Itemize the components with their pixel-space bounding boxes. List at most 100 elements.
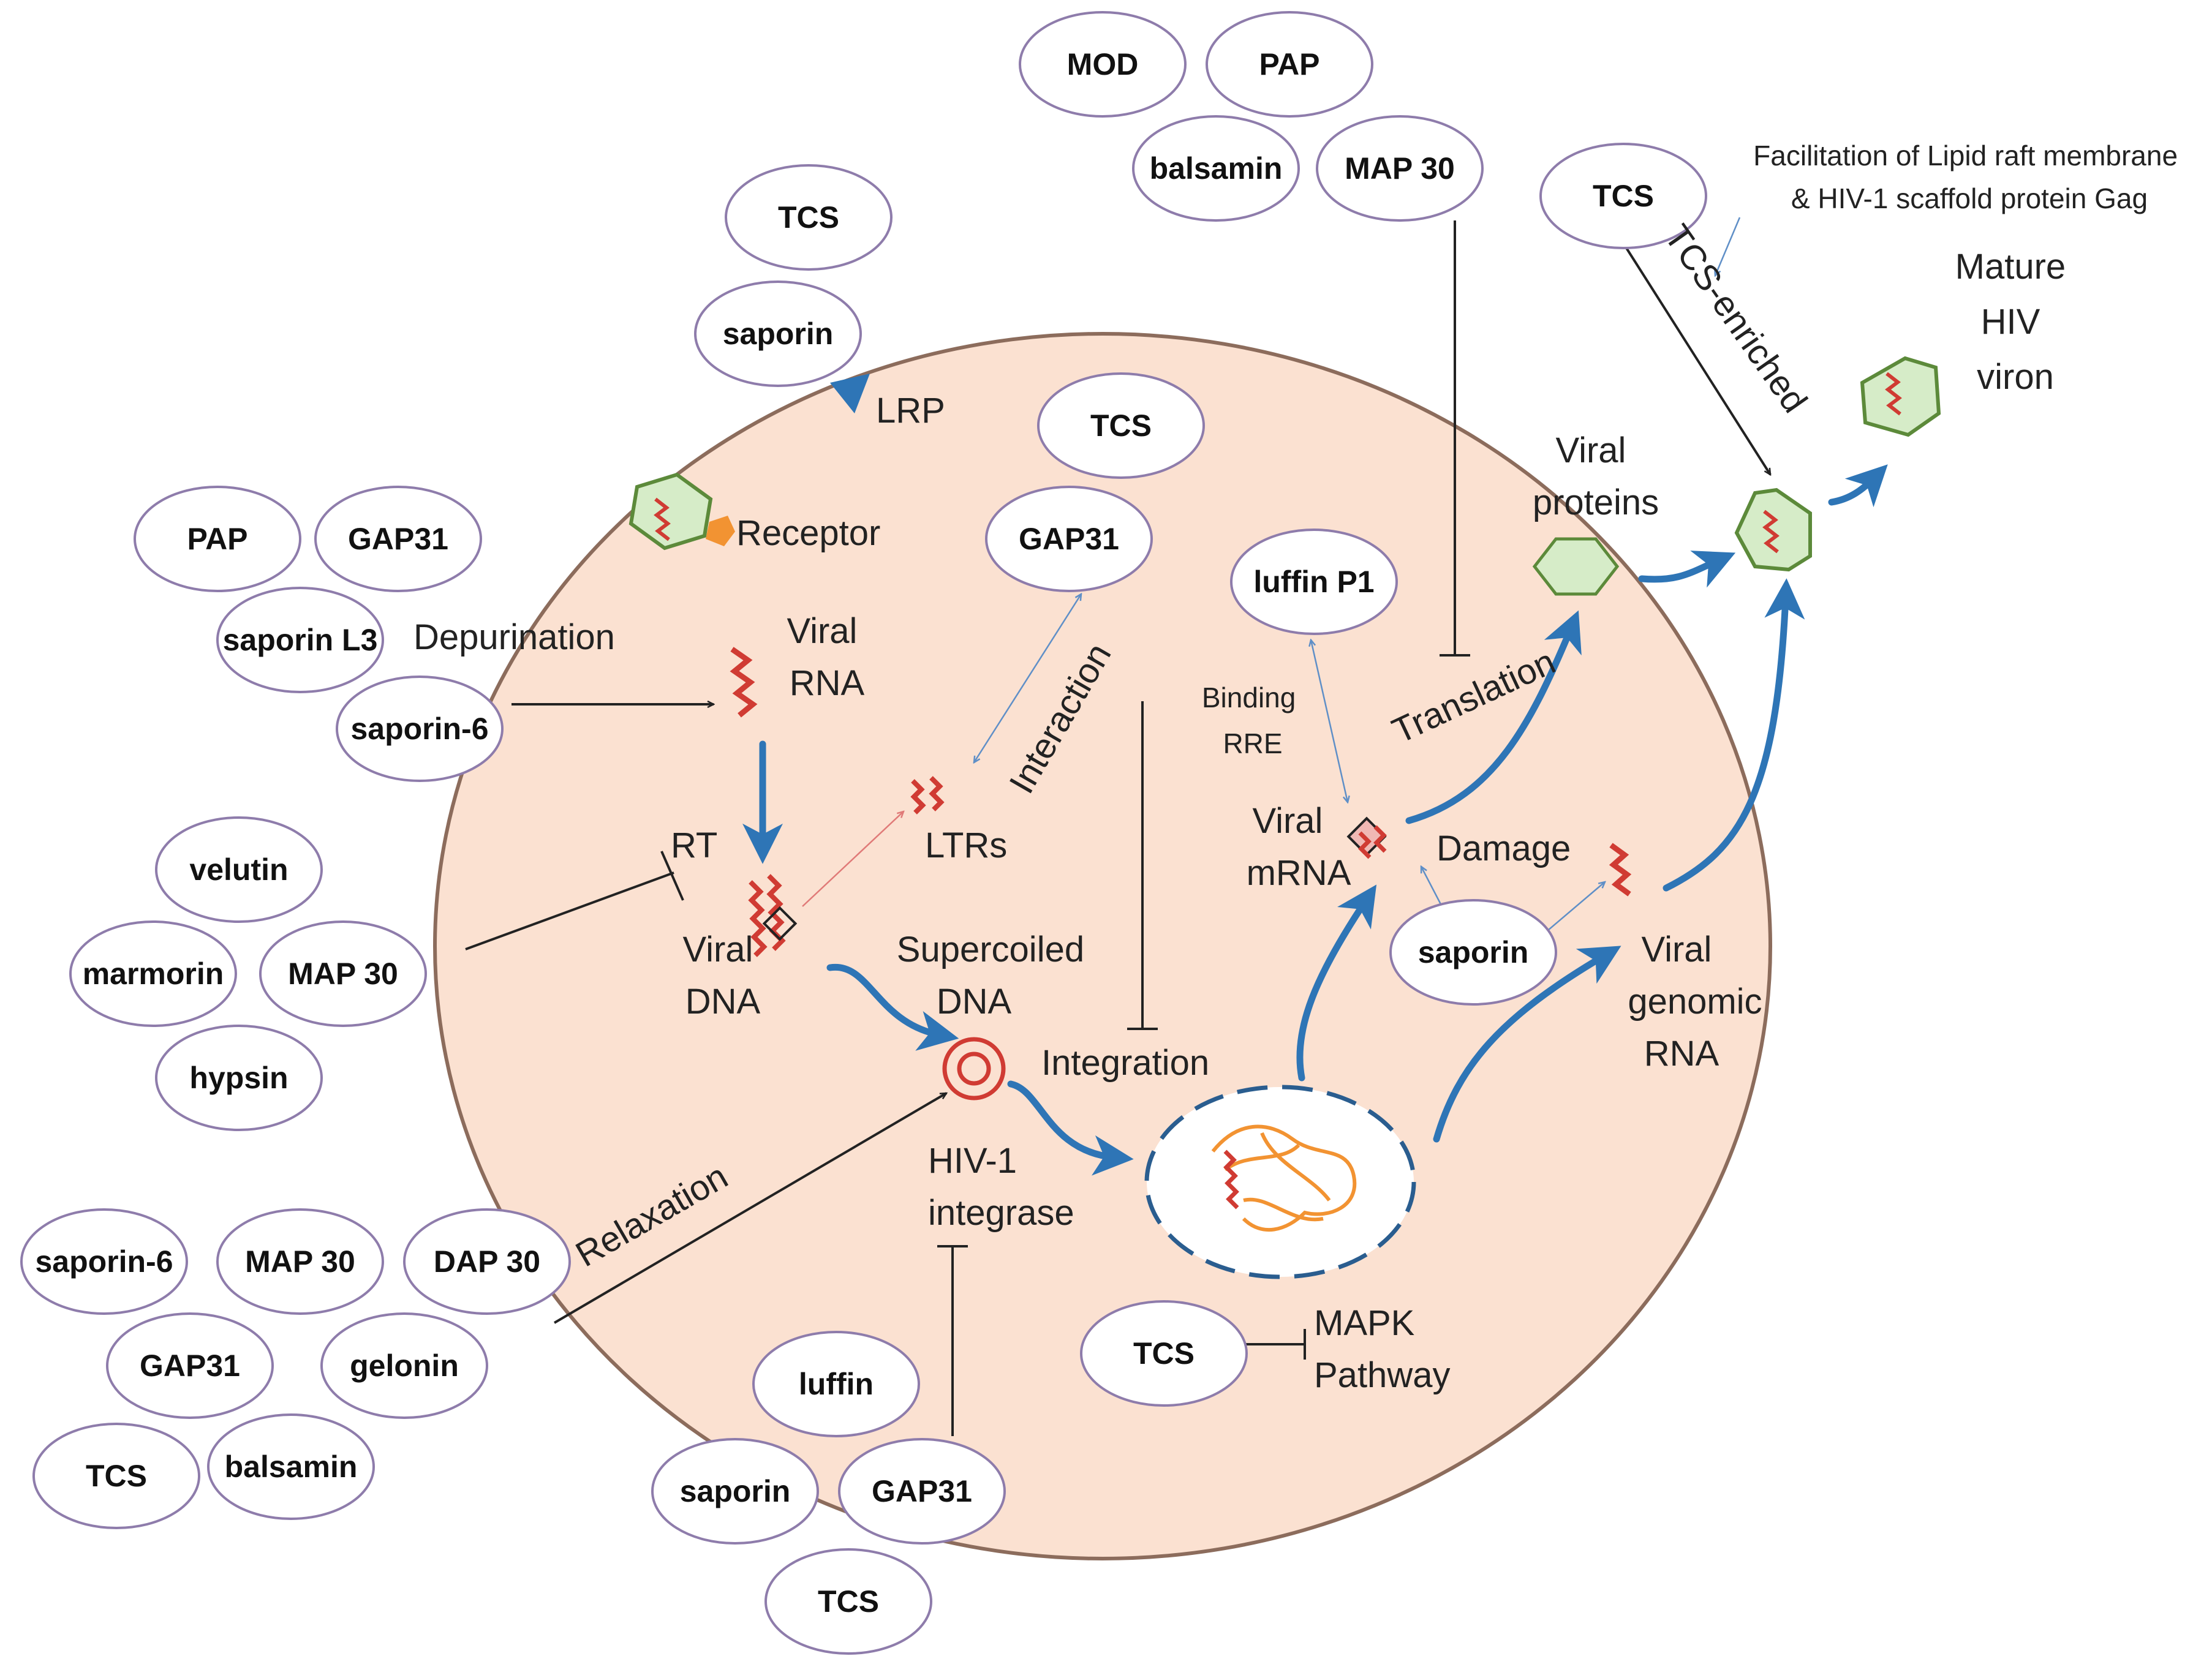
relaxation-arrow [553, 1092, 946, 1324]
tcs-enriched-label: TCS-enriched [1656, 217, 1814, 420]
nucleus [1144, 1085, 1416, 1279]
drug-tcs-top-right: TCS [1539, 143, 1707, 249]
drug-luffin-p1: luffin P1 [1230, 529, 1398, 635]
drug-label: saporin [1418, 935, 1529, 969]
drug-label: saporin [723, 317, 834, 351]
ltrs-label: LTRs [925, 826, 1007, 865]
flow-supercoiled-to-nucleus [1007, 1080, 1134, 1176]
facilitation-label: Facilitation of Lipid raft membrane & HI… [1753, 140, 2186, 214]
drug-label: balsamin [1150, 151, 1283, 186]
drug-oval [259, 920, 427, 1027]
flow-assembly-to-mature [1828, 464, 1888, 508]
damage-label: Damage [1436, 829, 1571, 868]
drug-label: TCS [1133, 1336, 1195, 1371]
drug-tcs-lrp: TCS [725, 164, 893, 271]
drug-marmorin: marmorin [69, 920, 237, 1027]
mapk-pathway-label: MAPK Pathway [1314, 1303, 1450, 1395]
drug-label: MAP 30 [288, 957, 398, 991]
drug-oval [106, 1312, 274, 1419]
drug-label: luffin [799, 1367, 874, 1401]
drug-oval [216, 587, 384, 693]
lrp-label: LRP [876, 391, 945, 431]
drug-label: GAP31 [872, 1474, 972, 1508]
hiv-integrase-label: HIV-1 integrase [928, 1141, 1074, 1233]
viral-protein-icon [1532, 537, 1620, 596]
flow-nucleus-to-mrna [1296, 884, 1377, 1082]
drug-gap31-ltr: GAP31 [985, 486, 1153, 592]
drug-label: gelonin [350, 1349, 459, 1383]
drug-oval [752, 1331, 920, 1437]
depurination-label: Depurination [413, 617, 615, 657]
mature-virion-icon [1860, 356, 1941, 437]
drug-saporin-damage: saporin [1389, 899, 1557, 1006]
drug-oval [314, 486, 482, 592]
drug-luffin: luffin [752, 1331, 920, 1437]
drug-pap-top: PAP [1206, 11, 1373, 118]
flow-proteins-to-assembly [1638, 551, 1736, 588]
drug-saporin6-bottom: saporin-6 [20, 1208, 188, 1315]
drug-map30-left: MAP 30 [259, 920, 427, 1027]
drug-oval [1539, 143, 1707, 249]
virion-entry-icon [628, 472, 713, 551]
drug-oval [1019, 11, 1187, 118]
drug-balsamin-top: balsamin [1132, 115, 1300, 222]
viral-genomic-rna-icon [1609, 843, 1632, 897]
drug-oval [155, 1025, 323, 1131]
drug-label: velutin [189, 852, 288, 887]
viral-rna-label: Viral RNA [787, 611, 867, 703]
drug-map30-top: MAP 30 [1316, 115, 1484, 222]
viral-dna-icon [748, 874, 798, 957]
viral-mrna-icon [1346, 816, 1387, 859]
drug-label: PAP [187, 522, 247, 556]
drug-gap31-int: GAP31 [838, 1438, 1006, 1545]
drug-balsamin-bottom: balsamin [207, 1413, 375, 1520]
drug-map30-bottom: MAP 30 [216, 1208, 384, 1315]
drug-oval [336, 675, 504, 782]
viral-proteins-label: Viral proteins [1533, 431, 1659, 522]
viral-dna-label: Viral DNA [682, 930, 763, 1022]
drug-label: MAP 30 [245, 1244, 355, 1279]
host-cell [433, 332, 1772, 1560]
drug-oval [1316, 115, 1484, 222]
drug-tcs-bottom-left: TCS [32, 1423, 200, 1529]
gap31-ltr-interaction-arrow [974, 594, 1081, 762]
drug-label: TCS [1090, 408, 1152, 443]
facilitation-arrow [1715, 217, 1741, 276]
lrp-icon [830, 374, 870, 413]
drug-tcs-ltr: TCS [1037, 372, 1205, 479]
drug-label: MOD [1067, 47, 1139, 81]
drug-label: GAP31 [348, 522, 448, 556]
host-chromatin-icon [1211, 1124, 1357, 1232]
viral-rna-icon [730, 647, 758, 718]
drug-label: TCS [778, 200, 839, 235]
drug-oval [20, 1208, 188, 1315]
drug-pap-left: PAP [134, 486, 301, 592]
drug-gap31-left: GAP31 [314, 486, 482, 592]
drug-hypsin: hypsin [155, 1025, 323, 1131]
mature-hiv-label: Mature HIV viron [1955, 247, 2076, 397]
saporin-damage-genomic-arrow [1543, 882, 1605, 935]
luffin-rre-binding-arrow [1311, 640, 1348, 802]
drug-label: TCS [86, 1459, 147, 1493]
flow-mrna-to-proteins [1405, 610, 1582, 824]
integration-label: Integration [1041, 1043, 1209, 1083]
drug-saporin-int: saporin [651, 1438, 819, 1545]
drug-velutin: velutin [155, 816, 323, 923]
drug-label: saporin L3 [223, 623, 378, 657]
integrated-provirus-icon [1223, 1150, 1239, 1210]
viral-genomic-rna-label: Viral genomic RNA [1628, 930, 1772, 1074]
drug-oval [32, 1423, 200, 1529]
ltr-icon [910, 776, 945, 815]
drug-saporin-l3: saporin L3 [216, 587, 384, 693]
drug-saporin6-left: saporin-6 [336, 675, 504, 782]
drug-oval [216, 1208, 384, 1315]
drug-oval [694, 280, 862, 387]
receptor-icon [706, 516, 735, 546]
flow-nucleus-to-genomic [1433, 946, 1621, 1143]
drug-mod: MOD [1019, 11, 1187, 118]
drug-tcs-mapk: TCS [1080, 1300, 1248, 1407]
binding-rre-label: Binding RRE [1202, 682, 1304, 759]
drug-oval [651, 1438, 819, 1545]
flow-genomic-to-assembly [1663, 578, 1805, 892]
